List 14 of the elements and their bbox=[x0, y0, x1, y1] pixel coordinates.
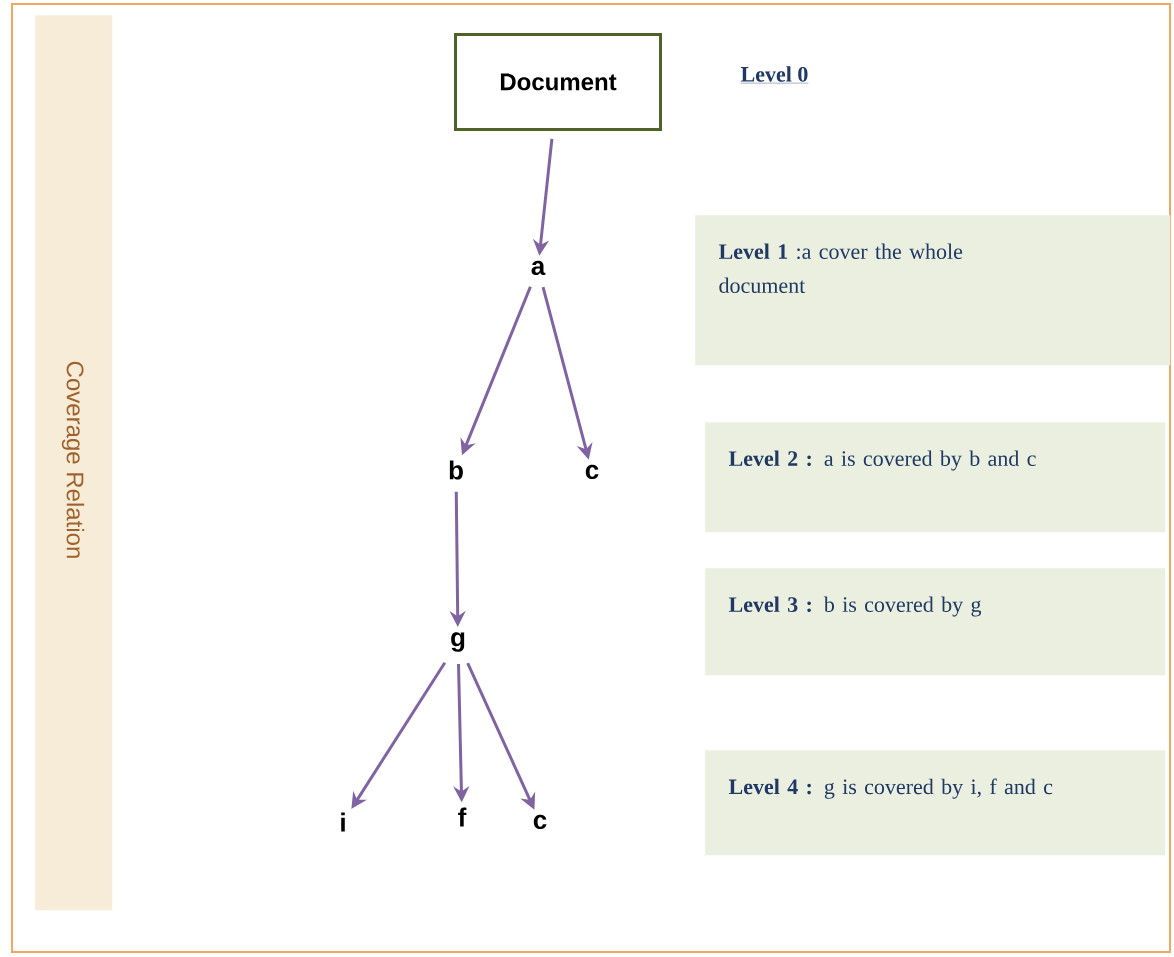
level-description-box: Level 3 : b is covered by g bbox=[705, 568, 1166, 676]
level-description-box: Level 1 :a cover the whole document bbox=[695, 215, 1171, 366]
level-description-box: Level 4 : g is covered by i, f and c bbox=[705, 750, 1166, 856]
tree-node-label: i bbox=[341, 812, 345, 832]
tree-node-label: a bbox=[531, 260, 546, 276]
tree-node-label: b bbox=[449, 460, 463, 480]
tree-node-label: c bbox=[533, 814, 547, 830]
level-description-box: Level 2 : a is covered by b and c bbox=[705, 422, 1166, 533]
tree-node-label: f bbox=[458, 807, 467, 827]
level-heading: Level 0 bbox=[740, 66, 809, 84]
side-band: Coverage Relation bbox=[35, 15, 113, 911]
tree-node-label: g bbox=[451, 632, 465, 652]
tree-node-label: c bbox=[585, 464, 599, 480]
document-box: Document bbox=[454, 33, 662, 131]
